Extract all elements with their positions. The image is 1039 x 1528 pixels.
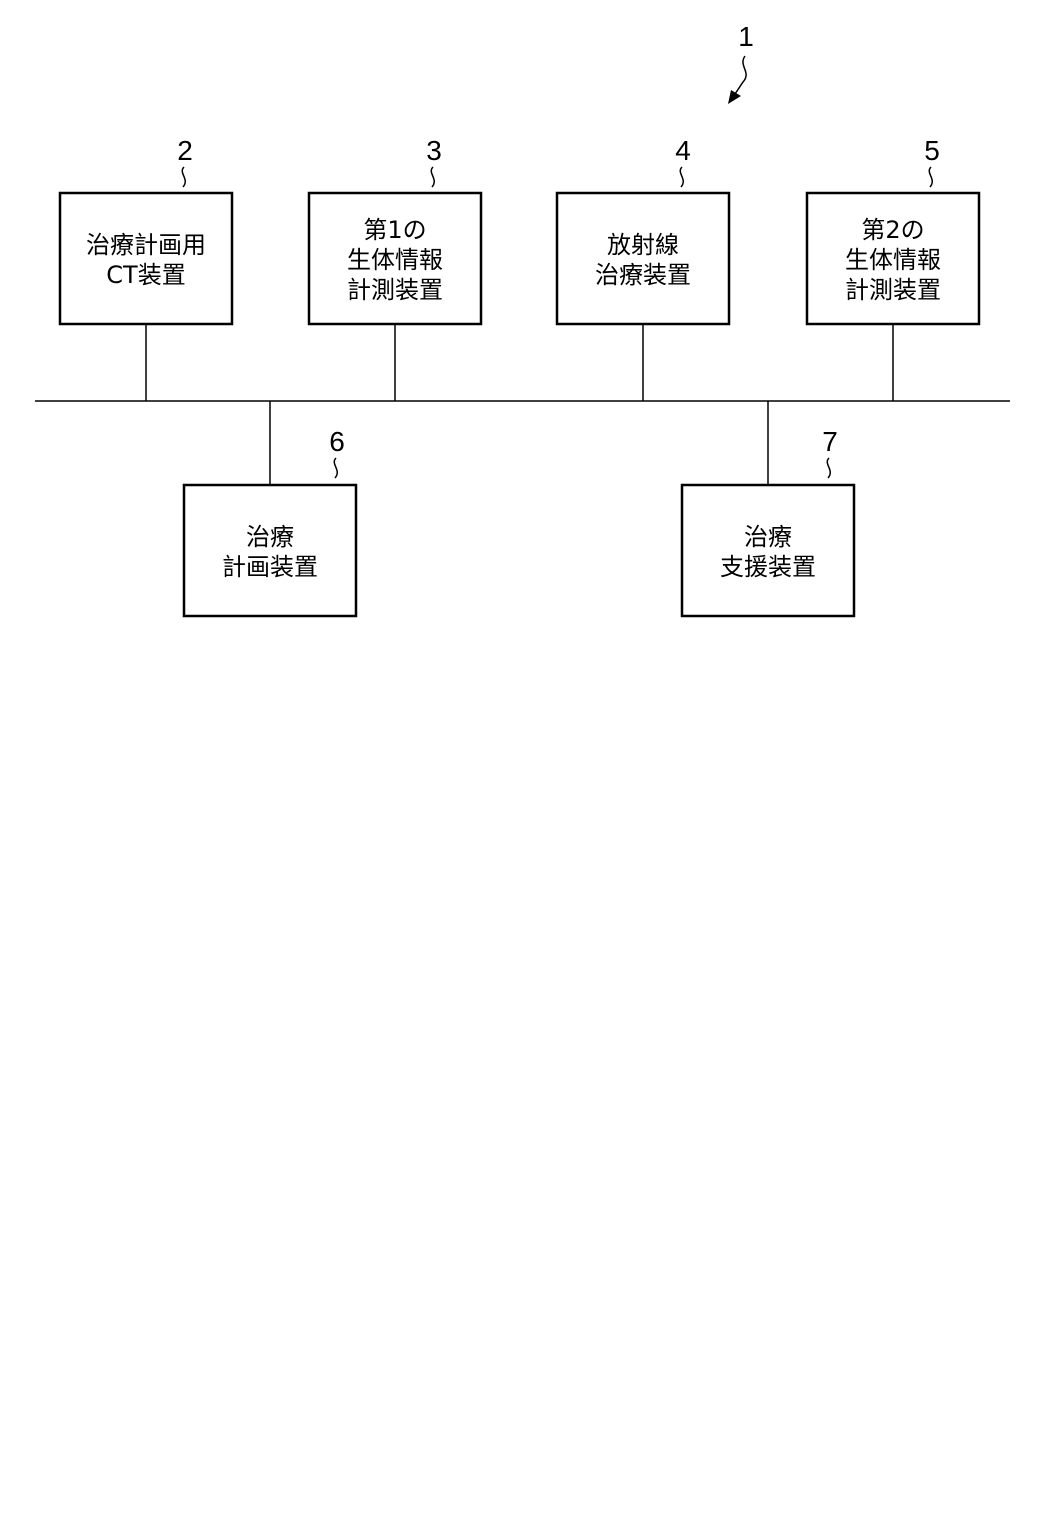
device-label-line: 治療計画用 xyxy=(86,231,206,259)
reference-leader xyxy=(182,167,185,187)
device-label-line: 支援装置 xyxy=(720,553,816,581)
device-label-line: CT装置 xyxy=(106,261,185,289)
system-reference: 1 xyxy=(728,21,754,104)
device-label-line: 放射線 xyxy=(607,231,679,259)
reference-leader xyxy=(431,167,434,187)
reference-leader xyxy=(827,458,830,478)
system-reference-number: 1 xyxy=(738,21,754,52)
device-label-line: 計測装置 xyxy=(347,276,443,304)
device-label-line: 治療 xyxy=(246,523,294,551)
reference-leader xyxy=(929,167,932,187)
device-label-line: 治療 xyxy=(744,523,792,551)
device-reference-number: 4 xyxy=(675,135,691,166)
device-reference-number: 3 xyxy=(426,135,442,166)
reference-leader xyxy=(334,458,337,478)
device-label-line: 第1の xyxy=(363,216,426,244)
device-label-line: 第2の xyxy=(861,216,924,244)
device-box-first-biometric-measurement: 3 第1の 生体情報 計測装置 xyxy=(309,135,481,324)
device-box-second-biometric-measurement: 5 第2の 生体情報 計測装置 xyxy=(807,135,979,324)
device-reference-number: 2 xyxy=(177,135,193,166)
device-reference-number: 5 xyxy=(924,135,940,166)
device-reference-number: 6 xyxy=(329,426,345,457)
device-box-treatment-planning-ct: 2 治療計画用 CT装置 xyxy=(60,135,232,324)
reference-leader xyxy=(680,167,683,187)
device-label-line: 計測装置 xyxy=(845,276,941,304)
device-reference-number: 7 xyxy=(822,426,838,457)
device-label-line: 生体情報 xyxy=(347,246,443,274)
device-box-radiation-therapy: 4 放射線 治療装置 xyxy=(557,135,729,324)
device-label-line: 計画装置 xyxy=(222,553,318,581)
device-label-line: 治療装置 xyxy=(595,261,691,289)
device-label-line: 生体情報 xyxy=(845,246,941,274)
system-reference-arrowhead xyxy=(728,90,741,104)
